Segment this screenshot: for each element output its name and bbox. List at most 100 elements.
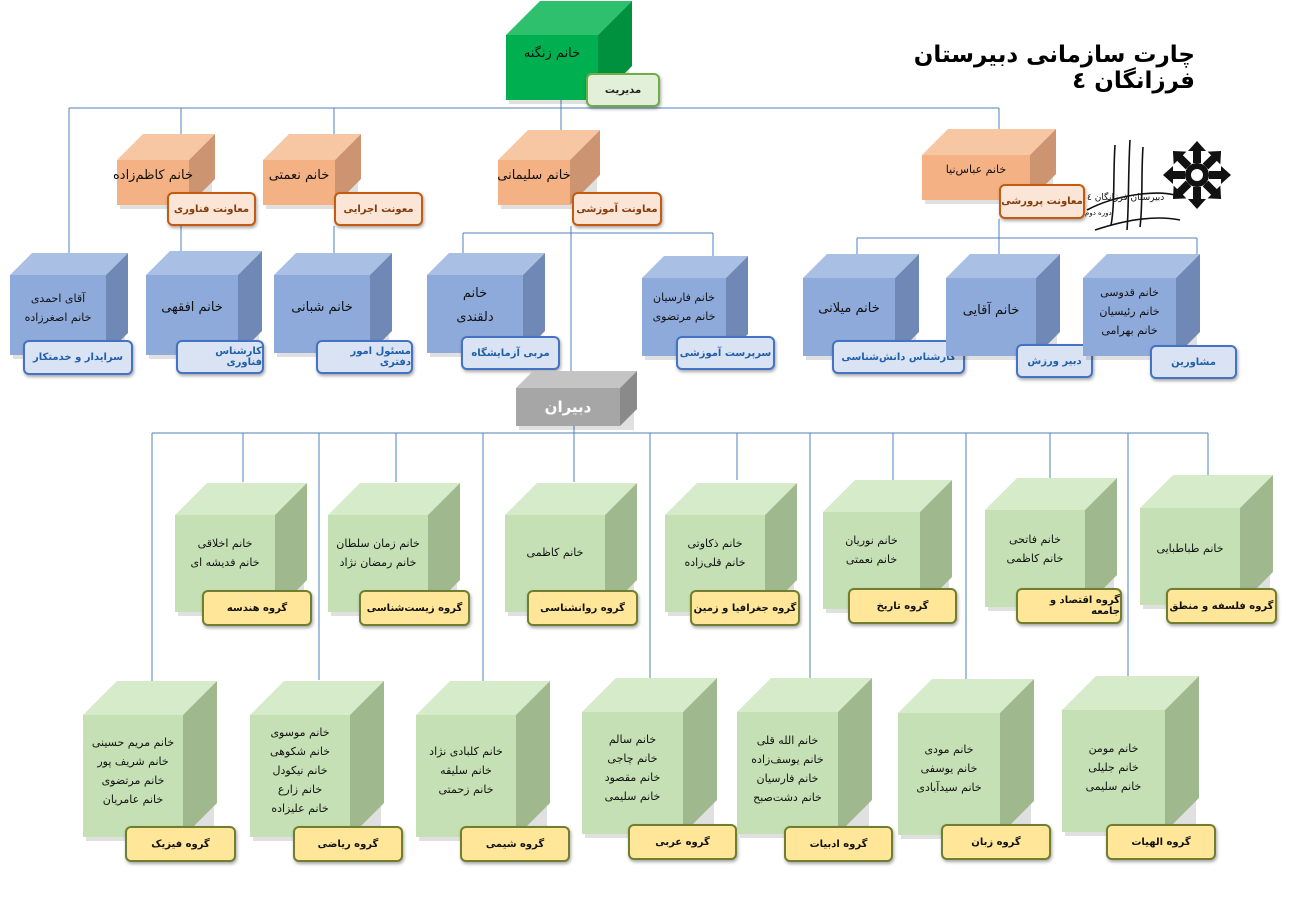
role-label: گروه روانشناسی bbox=[527, 590, 638, 626]
school-logo: دبیرستان فرزانگان ٤ دوره دوم bbox=[1085, 135, 1235, 240]
member-name: خانم یوسفی bbox=[920, 762, 978, 775]
member-name: خانم قدوسی bbox=[1100, 286, 1159, 299]
member-name: خانم موسوی bbox=[270, 726, 330, 739]
role-label: گروه فیزیک bbox=[125, 826, 236, 862]
member-name: خانم رمضان نژاد bbox=[339, 555, 417, 569]
member-name: خانم مریم حسینی bbox=[91, 735, 175, 749]
role-label: گروه عربی bbox=[628, 824, 737, 860]
member-name: خانم عامریان bbox=[102, 792, 164, 806]
member-name: خانم مقصود bbox=[604, 771, 661, 784]
member-name: خانم نعمتی bbox=[845, 553, 898, 566]
role-label: دبیر ورزش bbox=[1016, 344, 1093, 378]
member-name: خانم فارسیان bbox=[756, 772, 819, 785]
member-name: خانم کلبادی نژاد bbox=[429, 745, 503, 758]
role-label: معاونت آموزشی bbox=[572, 192, 662, 226]
member-name: خانم زنگنه bbox=[523, 46, 581, 61]
member-name: خانم bbox=[462, 285, 488, 301]
member-name: خانم سلیقه bbox=[440, 764, 492, 777]
role-label: مشاورین bbox=[1150, 345, 1237, 379]
role-label: مسئول امور دفتری bbox=[316, 340, 413, 374]
member-name: خانم مرتضوی bbox=[101, 773, 165, 787]
role-label: گروه شیمی bbox=[460, 826, 570, 862]
member-name: خانم فدیشه ای bbox=[190, 555, 260, 569]
role-label: گروه جغرافیا و زمین bbox=[690, 590, 800, 626]
member-names: خانم الله قلی خانم یوسف‌زاده خانم فارسیان خ… bbox=[737, 712, 838, 826]
member-names: خانم قدوسی خانم رئیسیان خانم بهرامی bbox=[1083, 278, 1176, 345]
member-names: خانم افقهی bbox=[146, 275, 238, 340]
member-names: خانم طباطبایی bbox=[1140, 508, 1240, 588]
member-name: خانم نوریان bbox=[845, 534, 898, 547]
member-name: خانم زمان سلطان bbox=[336, 536, 420, 550]
member-name: خانم نعمتی bbox=[268, 168, 330, 183]
member-name: خانم افقهی bbox=[161, 299, 223, 315]
member-name: خانم چاجی bbox=[607, 752, 658, 765]
member-name: خانم بهرامی bbox=[1101, 324, 1158, 337]
member-name: خانم ذکاوتی bbox=[687, 536, 743, 550]
member-names: خانم نوریان خانم نعمتی bbox=[823, 512, 920, 588]
member-name: خانم شبانی bbox=[291, 299, 353, 315]
member-name: خانم زارع bbox=[277, 783, 323, 796]
member-name: خانم یوسف‌زاده bbox=[751, 753, 824, 766]
member-name: خانم طباطبایی bbox=[1156, 541, 1224, 555]
member-name: خانم سلیمانی bbox=[497, 168, 571, 183]
member-name: خانم اصغرزاده bbox=[24, 310, 92, 324]
role-label: گروه ادبیات bbox=[784, 826, 893, 862]
logo-text: دبیرستان فرزانگان ٤ bbox=[1087, 193, 1165, 203]
member-names: خانم کاظمی bbox=[505, 515, 605, 590]
member-name: خانم کاظم‌زاده bbox=[112, 168, 194, 183]
member-names: خانم فارسیان خانم مرتضوی bbox=[642, 278, 726, 336]
member-names: خانم میلانی bbox=[803, 278, 895, 340]
role-label: گروه الهیات bbox=[1106, 824, 1216, 860]
member-name: خانم مرتضوی bbox=[652, 310, 716, 323]
member-name: خانم جلیلی bbox=[1088, 760, 1139, 774]
member-name: خانم سلیمی bbox=[604, 790, 661, 803]
page-title: چارت سازمانی دبیرستان فرزانگان ٤ bbox=[913, 42, 1195, 94]
member-name: دلقندی bbox=[456, 309, 494, 325]
role-label: گروه زیست‌شناسی bbox=[359, 590, 470, 626]
member-names: خانم سالم خانم چاجی خانم مقصود خانم سلیمی bbox=[582, 712, 683, 824]
member-names: خانم ذکاوتی خانم قلی‌زاده bbox=[665, 515, 765, 590]
role-label: معونت اجرایی bbox=[334, 192, 423, 226]
member-name: خانم سالم bbox=[608, 733, 657, 746]
member-names: خانم مودی خانم یوسفی خانم سیدآبادی bbox=[898, 713, 1000, 824]
role-label: سرایدار و خدمتکار bbox=[23, 340, 133, 375]
member-name: خانم الله قلی bbox=[756, 734, 819, 747]
member-name: خانم عباس‌نیا bbox=[945, 163, 1007, 176]
member-names: خانم نعمتی bbox=[263, 160, 335, 192]
member-name: خانم آقایی bbox=[962, 303, 1020, 318]
logo-subtext: دوره دوم bbox=[1085, 209, 1112, 217]
member-names: خانم کلبادی نژاد خانم سلیقه خانم زحمتی bbox=[416, 715, 516, 826]
role-label: کارشناس دانش‌شناسی bbox=[832, 340, 965, 374]
role-label: گروه هندسه bbox=[202, 590, 312, 626]
member-names: خانم زنگنه bbox=[506, 35, 598, 73]
role-label: سرپرست آموزشی bbox=[676, 336, 775, 370]
member-name: خانم مودی bbox=[924, 743, 974, 756]
member-name: خانم نیکودل bbox=[272, 764, 328, 777]
member-name: خانم شریف پور bbox=[97, 754, 169, 768]
member-names: خانم شبانی bbox=[274, 275, 370, 340]
member-name: خانم رئیسیان bbox=[1099, 305, 1160, 318]
role-label: گروه زبان bbox=[941, 824, 1051, 860]
teachers-header: دبیران bbox=[544, 397, 592, 416]
member-name: خانم میلانی bbox=[818, 301, 880, 316]
role-label: گروه فلسفه و منطق bbox=[1166, 588, 1277, 624]
member-name: خانم سلیمی bbox=[1085, 779, 1142, 793]
member-names: خانم زمان سلطان خانم رمضان نژاد bbox=[328, 515, 428, 590]
member-name: خانم زحمتی bbox=[438, 783, 494, 796]
member-name: خانم سیدآبادی bbox=[916, 781, 982, 794]
role-label: معاونت پرورشی bbox=[999, 184, 1085, 219]
role-label: گروه ریاضی bbox=[293, 826, 403, 862]
member-names: خانم کاظم‌زاده bbox=[113, 160, 193, 192]
emblem-icon bbox=[1163, 141, 1231, 209]
member-name: خانم قلی‌زاده bbox=[684, 555, 746, 569]
member-name: خانم دشت‌صبح bbox=[753, 791, 822, 804]
member-name: خانم کاظمی bbox=[1006, 552, 1064, 565]
member-name: خانم فارسیان bbox=[653, 291, 715, 304]
role-label: کارشناس فناوری bbox=[176, 340, 264, 374]
